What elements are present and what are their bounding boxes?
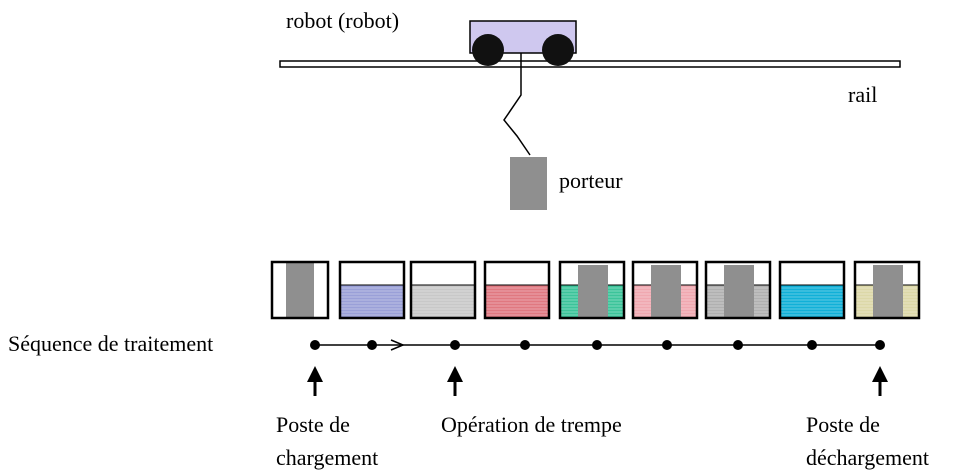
quench-label: Opération de trempe — [441, 412, 622, 437]
tank-liquid — [485, 285, 549, 318]
sequence-dot — [875, 340, 885, 350]
tanks-row — [270, 260, 921, 320]
sequence-dots — [310, 340, 885, 350]
tank-frame — [778, 260, 846, 320]
tank-frame — [704, 260, 772, 320]
rail-label: rail — [848, 82, 878, 107]
tank-liquid — [411, 285, 475, 318]
tank-tank-grey — [704, 260, 772, 320]
unloading-label-line2: déchargement — [806, 445, 929, 470]
tank-unloading — [853, 260, 921, 320]
sequence-dot — [520, 340, 530, 350]
robot-label: robot (robot) — [286, 8, 400, 33]
tank-frame — [338, 260, 406, 320]
rail-bar — [279, 60, 901, 68]
tank-frame — [631, 260, 699, 320]
loading-label-line1: Poste de — [276, 412, 350, 437]
tank-tank-red — [483, 260, 551, 320]
sequence-dot — [662, 340, 672, 350]
tank-tank-green — [558, 260, 626, 320]
tank-frame — [409, 260, 477, 320]
tank-carrier — [724, 265, 754, 318]
tank-carrier — [578, 265, 608, 318]
loading-label-line2: chargement — [276, 445, 379, 470]
tank-carrier — [651, 265, 681, 318]
sequence-dot — [310, 340, 320, 350]
sequence-dot — [592, 340, 602, 350]
tank-liquid — [780, 285, 844, 318]
carrier — [510, 157, 547, 210]
carrier-label: porteur — [559, 168, 623, 193]
arrow-loading — [307, 366, 323, 396]
robot — [469, 20, 577, 66]
hoist-cable — [503, 53, 531, 156]
tank-tank-blue — [338, 260, 406, 320]
arrow-unloading — [872, 366, 888, 396]
sequence-dot — [367, 340, 377, 350]
tank-tank-pink — [631, 260, 699, 320]
tank-tank-quench — [409, 260, 477, 320]
tank-carrier — [873, 265, 903, 318]
tank-tank-cyan — [778, 260, 846, 320]
tank-frame — [270, 260, 330, 320]
sequence-dot — [733, 340, 743, 350]
tank-frame — [558, 260, 626, 320]
tank-frame — [483, 260, 551, 320]
tank-loading — [270, 260, 330, 320]
unloading-label-line1: Poste de — [806, 412, 880, 437]
sequence-label: Séquence de traitement — [8, 331, 214, 356]
robot-wheel-right — [542, 34, 574, 66]
sequence-dot — [807, 340, 817, 350]
tank-carrier — [286, 262, 314, 318]
sequence-direction-arrow — [390, 339, 405, 351]
tank-liquid — [340, 285, 404, 318]
tank-frame — [853, 260, 921, 320]
sequence-dot — [450, 340, 460, 350]
robot-wheel-left — [472, 34, 504, 66]
arrow-quench — [447, 366, 463, 396]
